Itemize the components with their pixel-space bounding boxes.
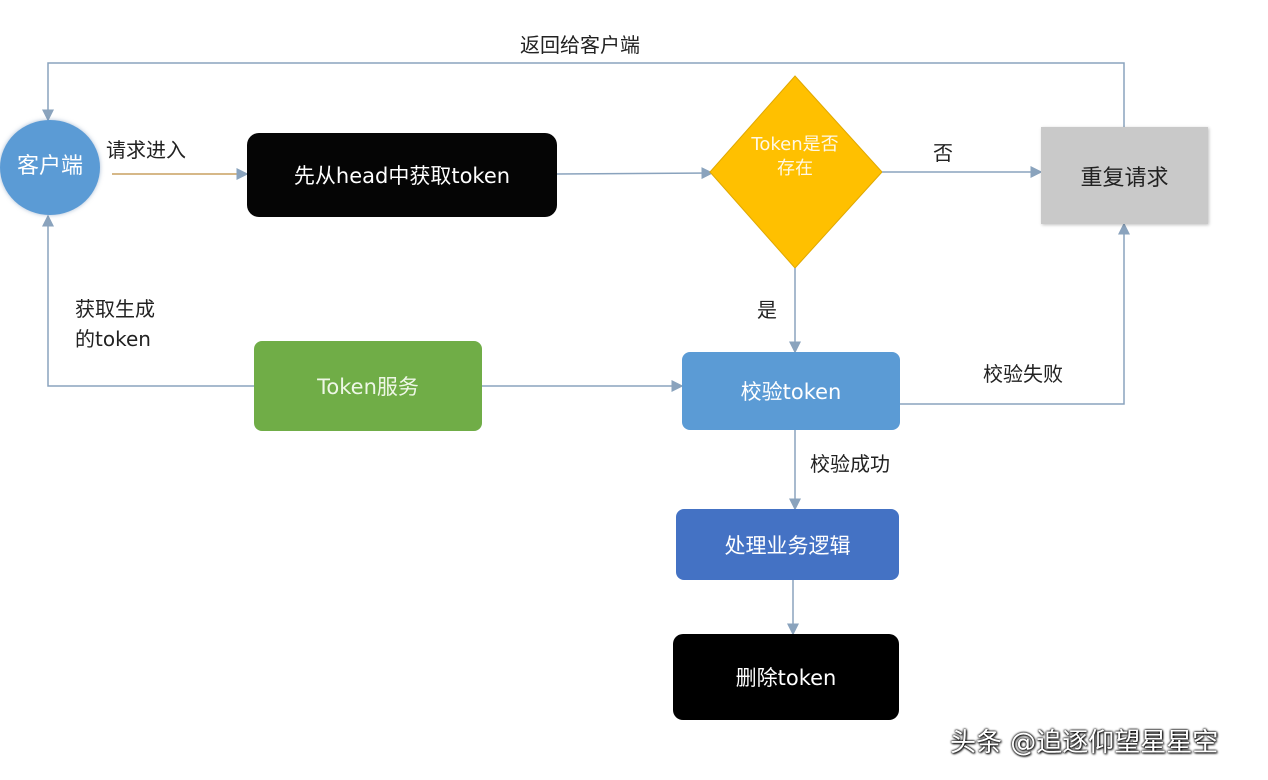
node-delete-token: 删除token: [673, 634, 899, 720]
node-handle-business: 处理业务逻辑: [676, 509, 899, 580]
node-client: 客户端: [0, 120, 100, 215]
label-get-generated-token-2: 的token: [75, 327, 151, 351]
node-delete-label: 删除token: [735, 666, 837, 690]
node-get-token-label: 先从head中获取token: [293, 164, 511, 188]
node-get-token-from-head: 先从head中获取token: [247, 133, 557, 217]
edge-token-to-client: [42, 214, 254, 387]
node-business-label: 处理业务逻辑: [724, 533, 851, 558]
edge-head-to-decision: [556, 167, 714, 180]
edge-verify-failed: [900, 222, 1130, 405]
label-yes: 是: [757, 298, 777, 322]
node-verify-label: 校验token: [740, 380, 842, 404]
label-get-generated-token-1: 获取生成: [75, 297, 155, 321]
node-token-service-label: Token服务: [317, 375, 419, 399]
edge-return-to-client: [42, 62, 1125, 127]
node-verify-token: 校验token: [682, 352, 900, 430]
label-verify-success: 校验成功: [810, 452, 890, 476]
node-token-service: Token服务: [254, 341, 482, 431]
node-client-label: 客户端: [16, 154, 83, 180]
label-return-to-client: 返回给客户端: [520, 33, 640, 57]
label-request-in: 请求进入: [106, 138, 186, 162]
watermark-text: 头条 @追逐仰望星星空: [950, 728, 1219, 758]
node-retry-request: 重复请求: [1041, 127, 1208, 224]
node-retry-label: 重复请求: [1080, 165, 1169, 191]
node-token-exists-label: Token是否存在: [751, 134, 839, 180]
label-no: 否: [933, 141, 953, 165]
label-verify-failed: 校验失败: [983, 362, 1063, 386]
